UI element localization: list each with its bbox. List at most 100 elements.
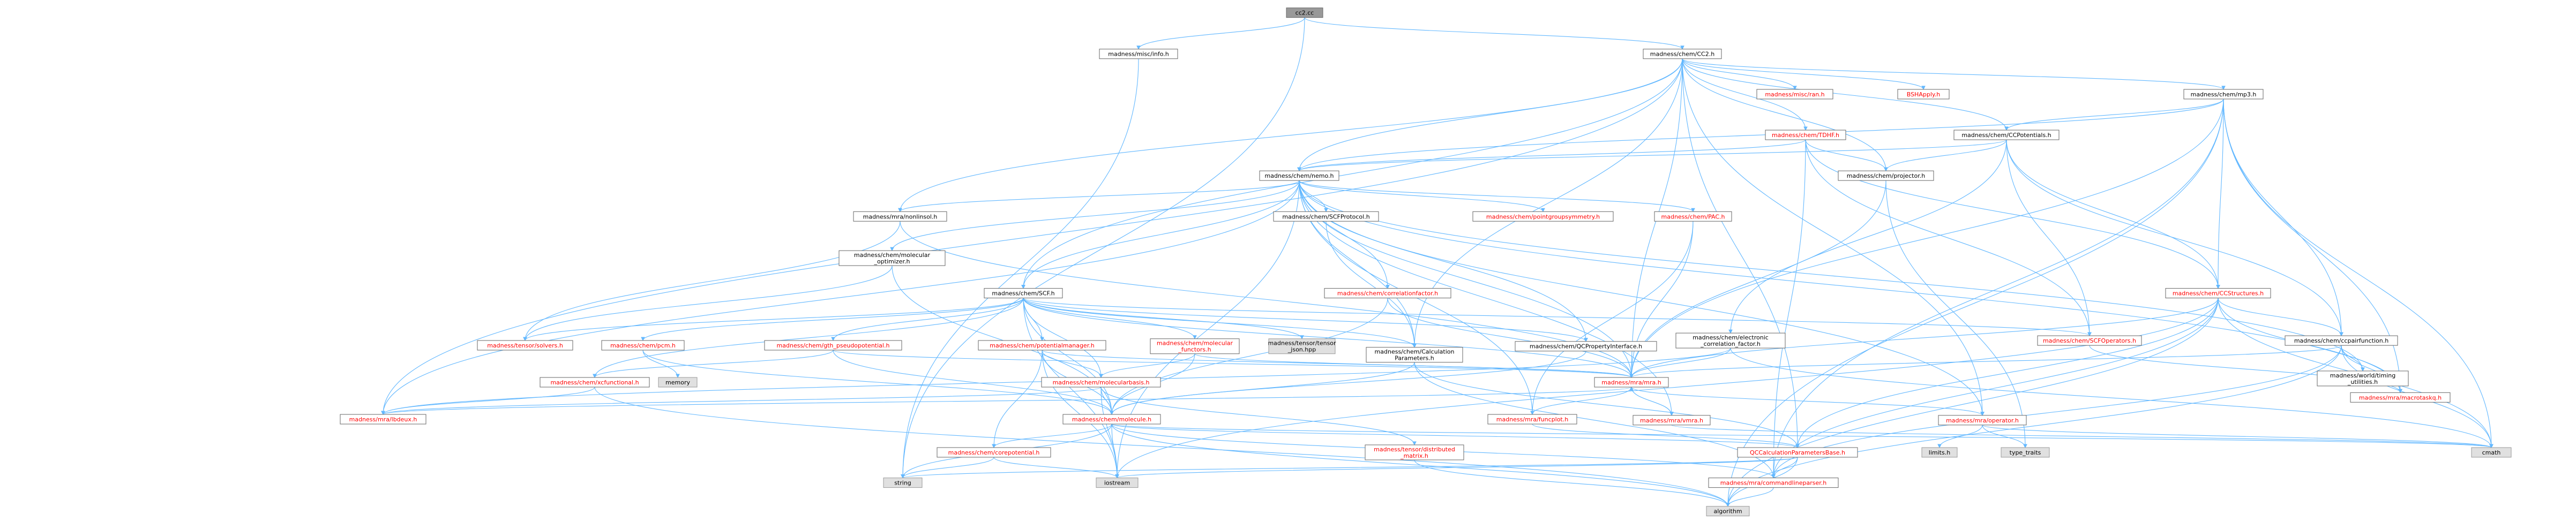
node-calcp[interactable]: madness/chem/CalculationParameters.h [1366,347,1463,363]
edge-nemo-to-pac [1299,180,1694,212]
node-cmdparser[interactable]: madness/mra/commandlineparser.h [1708,478,1839,488]
node-mraop[interactable]: madness/mra/operator.h [1938,415,2027,426]
node-tdhf[interactable]: madness/chem/TDHF.h [1765,130,1846,140]
edge-mp3-to-ccstr [2218,99,2224,289]
node-calcp-box [1366,347,1463,363]
node-root[interactable]: cc2.cc [1286,7,1323,18]
node-pac[interactable]: madness/chem/PAC.h [1654,211,1732,222]
edge-ccstr-to-ccpair [2218,298,2342,336]
arrowhead-cc2h-to-ran [1793,86,1797,90]
node-pcm[interactable]: madness/chem/pcm.h [601,340,685,351]
node-mp3-box [2183,89,2264,100]
node-molopt-label: _optimizer.h [874,258,910,265]
node-qcbase[interactable]: QCCalculationParametersBase.h [1737,447,1858,458]
node-tsolv[interactable]: madness/tensor/solvers.h [477,340,573,351]
node-scfh-box [984,288,1063,299]
node-info[interactable]: madness/misc/info.h [1099,49,1178,59]
node-distmat[interactable]: madness/tensor/distributed_matrix.h [1365,444,1464,460]
node-distmat-label: _matrix.h [1400,452,1428,459]
node-algorithm-box [1706,506,1750,517]
node-ran[interactable]: madness/misc/ran.h [1756,89,1833,100]
edge-root-to-string [902,17,1305,478]
node-scfops-label: madness/chem/SCFOperators.h [2043,337,2136,344]
node-funcplot[interactable]: madness/mra/funcplot.h [1487,414,1577,425]
node-algorithm: algorithm [1706,506,1750,517]
edge-ccpair-to-mrah [1631,345,2342,378]
node-string-label: string [894,480,911,487]
node-ran-box [1756,89,1833,100]
node-cc2h[interactable]: madness/chem/CC2.h [1643,49,1722,59]
edge-nemo-to-scfh [1023,180,1300,289]
node-pgsym[interactable]: madness/chem/pointgroupsymmetry.h [1472,211,1614,222]
node-nemo[interactable]: madness/chem/nemo.h [1259,170,1339,181]
arrowhead-cc2h-to-mp3 [2221,86,2226,90]
edge-scfh-to-qcprop [1023,298,1586,342]
node-ccpair[interactable]: madness/chem/ccpairfunction.h [2285,335,2398,346]
node-potmgr-label: madness/chem/potentialmanager.h [990,342,1094,349]
edge-nemo-to-mraop [1299,180,1983,415]
arrowhead-molfunc-to-molbasis [1099,374,1103,379]
node-calcp-label: madness/chem/Calculation [1375,349,1455,355]
node-scfproto[interactable]: madness/chem/SCFProtocol.h [1273,211,1379,222]
node-worldtime[interactable]: madness/world/timing_utilities.h [2317,370,2409,387]
node-proj[interactable]: madness/chem/projector.h [1838,170,1934,181]
edge-nemo-to-molopt [892,180,1300,251]
arrowhead-nemo-to-molopt [890,247,894,252]
node-nonlin[interactable]: madness/mra/nonlinsol.h [853,211,947,222]
node-distmat-label: madness/tensor/distributed [1374,446,1455,453]
node-elcorr-box [1675,332,1786,349]
node-nonlin-label: madness/mra/nonlinsol.h [863,213,938,220]
node-macro-box [2350,392,2451,403]
node-vmra-label: madness/mra/vmra.h [1640,417,1703,424]
edge-mp3-to-nemo [1299,99,2224,171]
node-mp3[interactable]: madness/chem/mp3.h [2183,89,2264,100]
node-gthpp[interactable]: madness/chem/gth_pseudopotential.h [764,340,902,351]
arrowhead-nemo-to-corrf [1386,285,1390,289]
edge-cc2h-to-bsh [1682,58,1924,90]
node-json-label: madness/tensor/tensor [1268,340,1336,347]
node-scfproto-box [1273,211,1379,222]
node-molecule[interactable]: madness/chem/molecule.h [1062,414,1161,425]
edge-elcorr-to-mrah [1631,347,1731,378]
edge-elcorr-to-cmath [1730,348,2492,448]
edge-ccstr-to-qcbase [1797,298,2219,448]
node-ccstr-box [2165,288,2271,299]
node-elcorr[interactable]: madness/chem/electronic_correlation_fact… [1675,332,1786,349]
edge-molopt-to-tsolv [525,266,893,341]
node-ccpot-box [1953,130,2060,140]
node-scfops[interactable]: madness/chem/SCFOperators.h [2037,335,2142,346]
node-molfunc[interactable]: madness/chem/molecular_functors.h [1150,338,1240,354]
node-bsh-box [1897,89,1950,100]
node-mrah[interactable]: madness/mra/mra.h [1594,377,1669,388]
edge-ccstr-to-mrah [1631,298,2219,378]
node-vmra[interactable]: madness/mra/vmra.h [1633,415,1711,426]
node-proj-label: madness/chem/projector.h [1847,172,1925,179]
node-potmgr[interactable]: madness/chem/potentialmanager.h [978,340,1106,351]
edge-scfh-to-gthpp [833,298,1024,341]
edge-cc2h-to-fbdeux [383,58,1683,415]
edge-pcm-to-memory [642,350,678,378]
node-corepot-label: madness/chem/corepotential.h [948,449,1040,456]
node-mraop-label: madness/mra/operator.h [1946,417,2019,424]
node-tsolv-label: madness/tensor/solvers.h [487,342,563,349]
node-fbdeux[interactable]: madness/mra/lbdeux.h [340,414,426,425]
edge-cc2h-to-ccpot [1682,58,2007,131]
node-corrf[interactable]: madness/chem/correlationfactor.h [1324,288,1451,299]
node-qcprop[interactable]: madness/chem/QCPropertyInterface.h [1515,341,1657,352]
edge-nonlin-to-tsolv [525,221,901,341]
arrowhead-ccpot-to-ccstr [2216,285,2220,289]
node-bsh[interactable]: BSHApply.h [1897,89,1950,100]
node-molbasis[interactable]: madness/chem/molecularbasis.h [1041,377,1161,388]
edge-molfunc-to-molbasis [1100,353,1195,378]
node-xcf[interactable]: madness/chem/xcfunctional.h [540,377,650,388]
node-ccstr[interactable]: madness/chem/CCStructures.h [2165,288,2271,299]
node-macro[interactable]: madness/mra/macrotaskq.h [2350,392,2451,403]
node-ccpair-label: madness/chem/ccpairfunction.h [2294,337,2388,344]
node-corepot[interactable]: madness/chem/corepotential.h [937,447,1051,458]
node-scfh[interactable]: madness/chem/SCF.h [984,288,1063,299]
arrowhead-ccstr-to-ccpair [2339,332,2343,337]
edge-mraop-to-typetraits [1982,425,2026,448]
node-memory-label: memory [665,379,690,386]
node-ccpot[interactable]: madness/chem/CCPotentials.h [1953,130,2060,140]
node-molopt[interactable]: madness/chem/molecular_optimizer.h [838,250,946,266]
